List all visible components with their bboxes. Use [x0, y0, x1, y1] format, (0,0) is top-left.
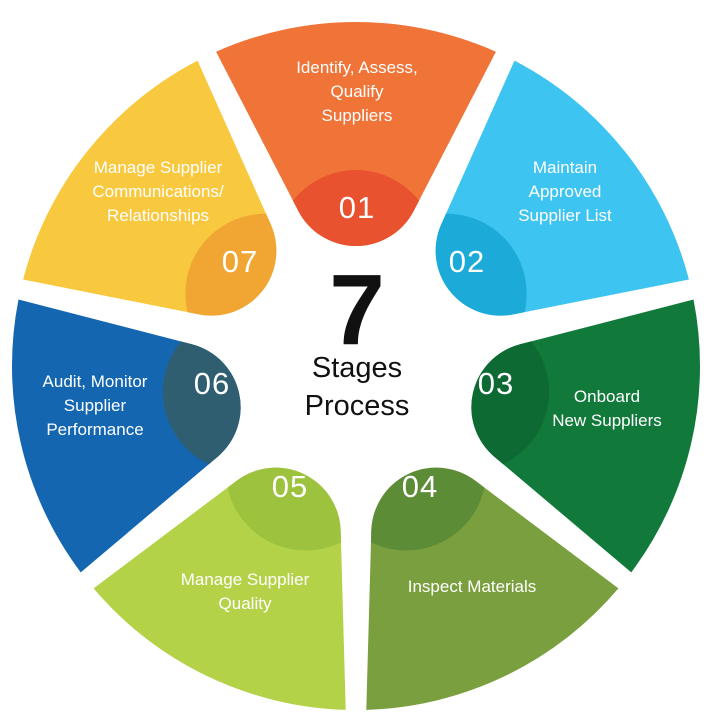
stage-petal-06	[11, 299, 241, 573]
stage-number-03: 03	[477, 366, 515, 401]
label-line: Manage Supplier	[180, 570, 310, 589]
label-line: Suppliers	[321, 106, 393, 125]
center-title-line2: Process	[304, 390, 410, 422]
stage-label-06: Audit, Monitor Supplier Performance	[43, 370, 148, 442]
stage-number-04: 04	[401, 469, 439, 504]
stage-label-01: Identify, Assess, Qualify Suppliers	[296, 56, 418, 128]
label-line: Identify, Assess,	[296, 58, 418, 77]
label-line: Approved	[528, 182, 602, 201]
label-line: Manage Supplier	[93, 158, 223, 177]
stage-label-02: Maintain Approved Supplier List	[518, 156, 612, 228]
petal-shape	[216, 21, 496, 247]
label-line: Quality	[218, 594, 272, 613]
petal-number-circle	[276, 170, 436, 247]
center-title-line1: Stages	[311, 352, 403, 384]
label-line: Maintain	[532, 158, 598, 177]
petal-number-circle	[471, 311, 550, 472]
label-line: Supplier	[63, 396, 127, 415]
label-line: New Suppliers	[552, 411, 662, 430]
stage-label-05: Manage Supplier Quality	[181, 568, 310, 616]
stage-label-07: Manage Supplier Communications/ Relation…	[92, 156, 223, 228]
center-number: 7	[329, 254, 385, 366]
label-line: Relationships	[106, 206, 210, 225]
label-line: Onboard	[573, 387, 641, 406]
stage-petal-03	[471, 299, 700, 573]
label-line: Performance	[46, 420, 144, 439]
petal-number-circle	[185, 213, 277, 316]
stage-label-04: Inspect Materials	[408, 575, 537, 599]
stage-number-07: 07	[221, 244, 259, 279]
stage-number-02: 02	[448, 244, 486, 279]
stage-number-01: 01	[338, 190, 376, 225]
petal-number-circle	[435, 213, 527, 316]
label-line: Communications/	[92, 182, 224, 201]
stage-number-06: 06	[193, 366, 231, 401]
stage-number-05: 05	[271, 469, 309, 504]
label-line: Supplier List	[518, 206, 612, 225]
label-line: Qualify	[330, 82, 384, 101]
label-line: Audit, Monitor	[42, 372, 148, 391]
petal-number-circle	[162, 311, 241, 472]
label-line: Inspect Materials	[407, 577, 537, 596]
stage-label-03: Onboard New Suppliers	[552, 385, 662, 433]
stage-petal-01	[216, 21, 496, 247]
